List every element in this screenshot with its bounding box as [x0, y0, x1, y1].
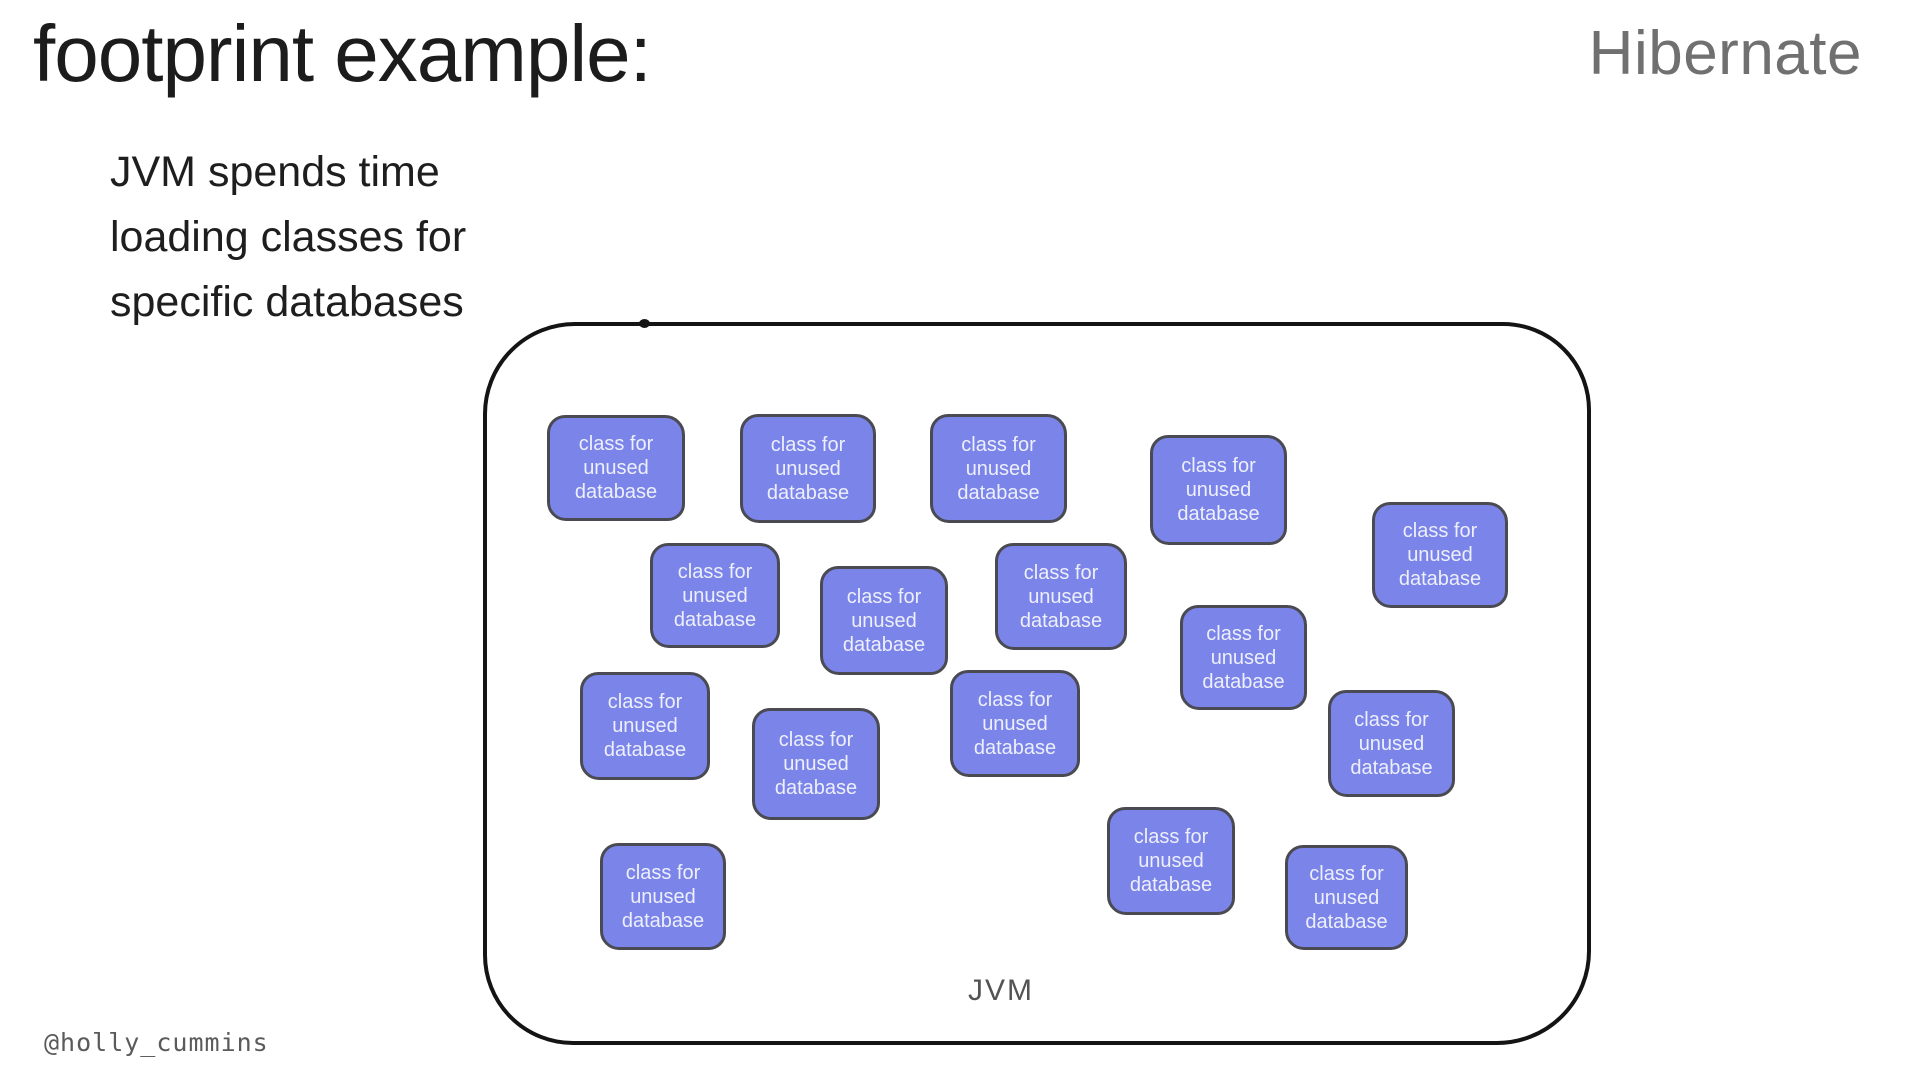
class-box-label: class for unused database: [766, 433, 850, 504]
class-box: class for unused database: [995, 543, 1127, 650]
class-box-label: class for unused database: [1398, 520, 1482, 590]
subtitle-line-1: JVM spends time: [110, 148, 440, 196]
subtitle-line-2: loading classes for: [110, 213, 467, 261]
class-box-label: class for unused database: [1177, 455, 1260, 525]
class-box: class for unused database: [1180, 605, 1307, 710]
class-box: class for unused database: [1328, 690, 1455, 797]
class-box: class for unused database: [547, 415, 685, 521]
jvm-label: JVM: [968, 974, 1034, 1007]
class-box: class for unused database: [580, 672, 710, 780]
class-box-label: class for unused database: [1202, 622, 1285, 693]
class-box: class for unused database: [600, 843, 726, 950]
class-box-label: class for unused database: [842, 585, 926, 656]
class-box-label: class for unused database: [1305, 862, 1388, 933]
class-box-label: class for unused database: [673, 560, 757, 631]
class-box: class for unused database: [1107, 807, 1235, 915]
class-box: class for unused database: [752, 708, 880, 820]
class-box-label: class for unused database: [973, 688, 1057, 759]
class-box: class for unused database: [1285, 845, 1408, 950]
class-box-label: class for unused database: [1019, 561, 1103, 632]
class-box-label: class for unused database: [1350, 708, 1433, 779]
page-title: footprint example:: [33, 9, 652, 98]
class-box-label: class for unused database: [574, 433, 658, 503]
subtitle: JVM spends time loading classes for spec…: [110, 140, 466, 335]
class-box-label: class for unused database: [1129, 826, 1213, 896]
class-box: class for unused database: [1150, 435, 1287, 545]
class-box-label: class for unused database: [621, 861, 705, 932]
class-box-label: class for unused database: [957, 433, 1040, 504]
sketch-dot: [639, 319, 650, 328]
class-box: class for unused database: [1372, 502, 1508, 608]
brand-hibernate: Hibernate: [1588, 19, 1862, 88]
twitter-handle: @holly_cummins: [44, 1028, 269, 1057]
class-box: class for unused database: [740, 414, 876, 523]
class-box-label: class for unused database: [774, 729, 858, 799]
class-box-label: class for unused database: [603, 691, 687, 761]
class-box: class for unused database: [820, 566, 948, 675]
class-box: class for unused database: [930, 414, 1067, 523]
class-box: class for unused database: [650, 543, 780, 648]
subtitle-line-3: specific databases: [110, 278, 464, 326]
class-box: class for unused database: [950, 670, 1080, 777]
